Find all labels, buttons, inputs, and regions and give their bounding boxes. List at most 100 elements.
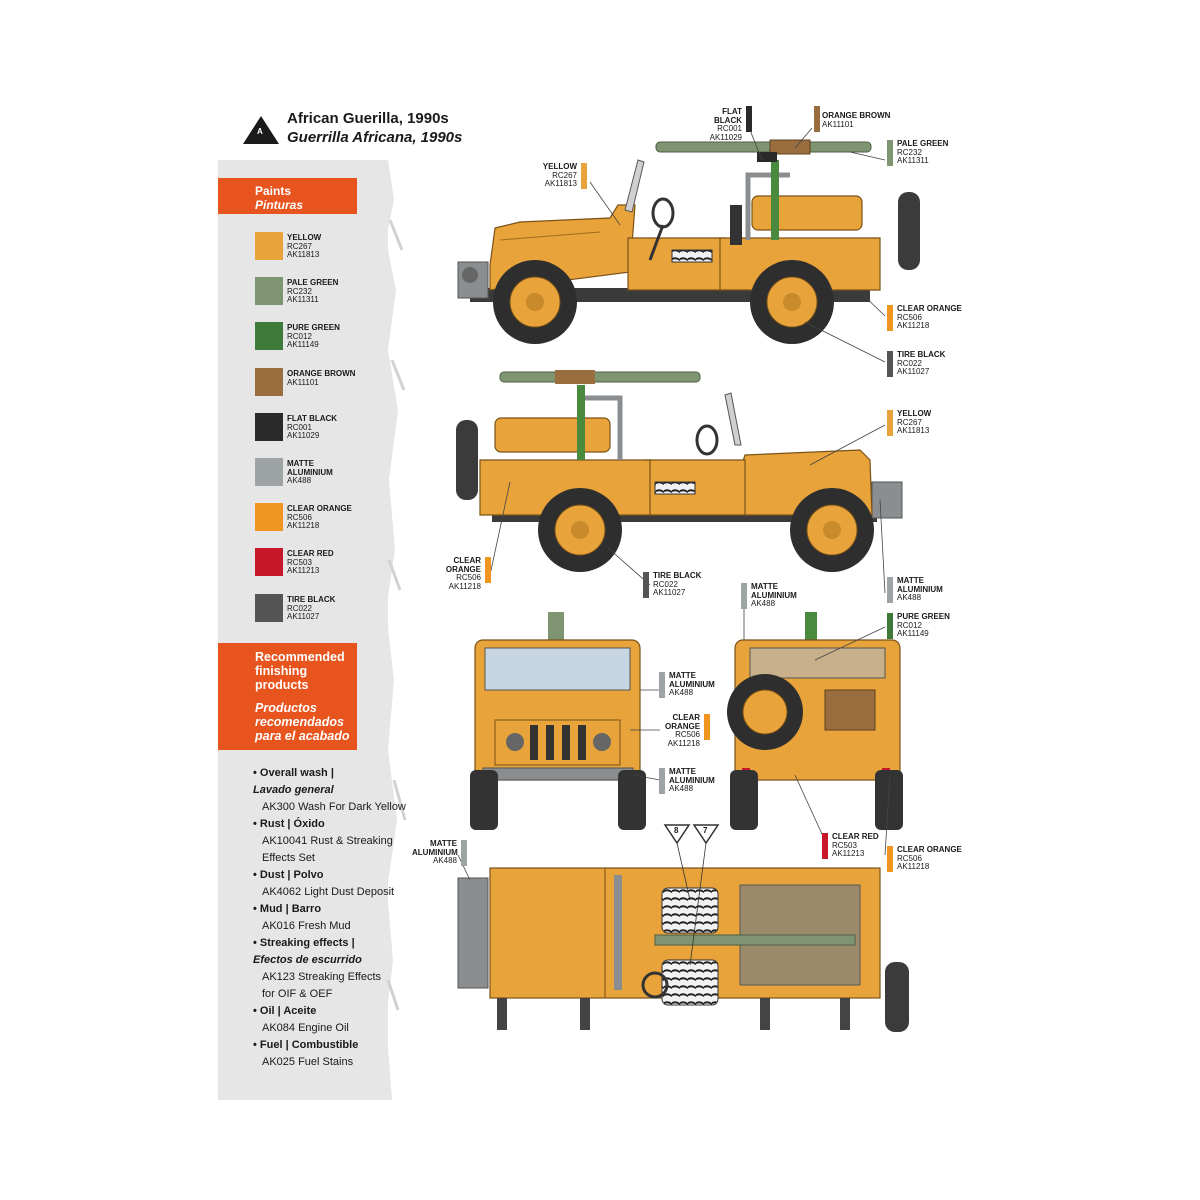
callout-color-bar: [887, 577, 893, 603]
finishing-item: Effects Set: [262, 852, 315, 864]
callout-name: MATTE ALUMINIUM: [669, 767, 715, 785]
paint-name: CLEAR ORANGE: [287, 504, 352, 513]
paint-swatch-matte-aluminium: [255, 458, 283, 486]
callout-name: MATTE ALUMINIUM: [897, 576, 943, 594]
callout-color-bar: [485, 557, 491, 583]
callout-code: RC022: [897, 358, 922, 368]
callout-code: RC012: [897, 620, 922, 630]
paint-swatch-clear-red: [255, 548, 283, 576]
variant-triangle-icon: [243, 116, 279, 144]
callout-color-bar: [741, 583, 747, 609]
finishing-item: Lavado general: [253, 784, 334, 796]
paint-code: AK488: [287, 476, 312, 485]
finishing-header: Recommended finishing products Productos…: [218, 643, 357, 750]
callout-name: PURE GREEN: [897, 612, 950, 621]
callout-color-bar: [887, 140, 893, 166]
callout-name: YELLOW: [542, 162, 577, 171]
finishing-header-en: Recommended finishing products: [255, 650, 345, 692]
finishing-item: • Fuel | Combustible: [253, 1039, 359, 1051]
finishing-item: AK123 Streaking Effects: [262, 971, 382, 983]
callout-code: AK488: [751, 599, 776, 608]
callout-name: PALE GREEN: [897, 139, 949, 148]
finishing-item: AK4062 Light Dust Deposit: [262, 886, 395, 898]
paint-swatch-flat-black: [255, 413, 283, 441]
callout-color-bar: [659, 768, 665, 794]
callout-code: RC232: [897, 147, 922, 157]
paint-code: AK11149: [287, 340, 319, 349]
paint-code: RC022: [287, 603, 312, 613]
paint-code: RC506: [287, 512, 312, 522]
finishing-item: Efectos de escurrido: [253, 954, 362, 966]
paint-code: RC267: [287, 241, 312, 251]
finishing-item: AK084 Engine Oil: [262, 1022, 349, 1034]
callout-color-bar: [887, 305, 893, 331]
side-view-left: [457, 139, 920, 344]
finishing-item: • Rust | Óxido: [253, 818, 325, 830]
callout-name: MATTE ALUMINIUM: [412, 839, 458, 857]
paint-code: AK11218: [287, 521, 320, 530]
finishing-item: • Mud | Barro: [253, 903, 322, 915]
callout-code: AK488: [432, 856, 457, 865]
callout-code: RC506: [456, 573, 481, 582]
callout-name: CLEAR ORANGE: [445, 556, 481, 574]
callout-name: CLEAR ORANGE: [665, 713, 701, 731]
callout-name: FLAT BLACK: [714, 107, 742, 125]
callout-code: RC506: [675, 730, 700, 739]
callout-code: AK11311: [897, 156, 929, 165]
paint-name: TIRE BLACK: [287, 595, 336, 604]
callout-code: RC022: [653, 579, 678, 589]
callout-color-bar: [643, 572, 649, 598]
callout-name: MATTE ALUMINIUM: [669, 671, 715, 689]
callout-code: RC503: [832, 840, 857, 850]
paint-code: AK11029: [287, 431, 320, 440]
callout-code: AK11218: [667, 738, 700, 748]
callout-name: TIRE BLACK: [897, 350, 946, 359]
callout-code: AK11218: [897, 321, 930, 330]
paint-code: RC232: [287, 286, 312, 296]
rear-view: [727, 612, 903, 830]
callout-code: AK11029: [709, 132, 742, 142]
finishing-item: AK10041 Rust & Streaking: [262, 835, 393, 847]
callout-name: TIRE BLACK: [653, 571, 702, 580]
paint-code: RC503: [287, 557, 312, 567]
paint-name: ORANGE BROWN: [287, 369, 356, 378]
paint-swatch-yellow: [255, 232, 283, 260]
paint-code: AK11813: [287, 250, 320, 259]
callout-name: YELLOW: [897, 409, 932, 418]
callout-code: RC267: [897, 417, 922, 427]
callout-code: RC506: [897, 853, 922, 863]
paint-code: AK11213: [287, 566, 320, 575]
finishing-item: • Oil | Aceite: [253, 1005, 317, 1017]
paint-swatch-pure-green: [255, 322, 283, 350]
paint-code: RC012: [287, 331, 312, 341]
callout-color-bar: [814, 106, 820, 132]
callout-name: MATTE ALUMINIUM: [751, 582, 797, 600]
callout-code: AK488: [669, 784, 694, 793]
paint-code: RC001: [287, 422, 312, 432]
paint-swatch-pale-green: [255, 277, 283, 305]
callout-code: AK11101: [822, 119, 854, 129]
callout-code: AK11149: [897, 629, 929, 638]
callout-name: ORANGE BROWN: [822, 111, 891, 120]
top-view: [457, 867, 909, 1032]
callout-color-bar: [704, 714, 710, 740]
decal-marker-8-label: 8: [674, 826, 679, 835]
callout-color-bar: [887, 410, 893, 436]
sidebar-brush-edge: [380, 160, 407, 1100]
